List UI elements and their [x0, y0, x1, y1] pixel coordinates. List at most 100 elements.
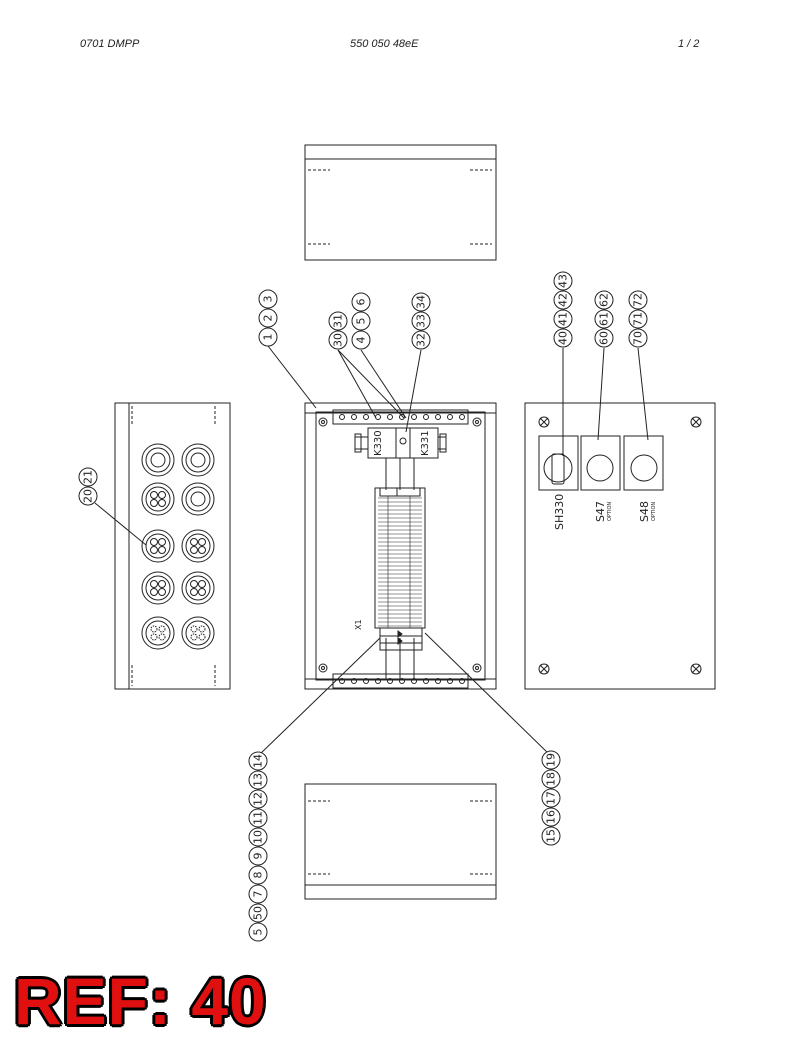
balloon-number: 11: [252, 811, 265, 825]
cable-gland-icon: [181, 443, 215, 477]
balloon-number: 70: [632, 331, 645, 345]
balloon-callout-33: 33: [411, 311, 431, 331]
header-part-number: 550 050 48eE: [350, 38, 419, 50]
balloon-callout-11: 11: [248, 808, 268, 828]
door-screw-icon: [690, 416, 702, 428]
balloon-number: 4: [355, 337, 368, 344]
cable-gland-icon: [181, 482, 215, 516]
label-x1: X1: [354, 619, 363, 630]
balloon-callout-6: 6: [351, 292, 371, 312]
header-doc-code: 0701 DMPP: [80, 38, 140, 50]
balloon-number: 50: [252, 906, 265, 920]
balloon-callout-16: 16: [541, 807, 561, 827]
balloon-callout-14: 14: [248, 751, 268, 771]
relay-k331: [409, 427, 439, 459]
balloon-callout-7: 7: [248, 884, 268, 904]
balloon-number: 43: [557, 274, 570, 288]
cable-gland-icon: [141, 571, 175, 605]
balloon-number: 10: [252, 830, 265, 844]
cable-gland-icon: [141, 616, 175, 650]
balloon-number: 71: [632, 312, 645, 326]
balloon-callout-8: 8: [248, 865, 268, 885]
header-page-number: 1 / 2: [678, 38, 700, 50]
cable-gland-icon: [181, 529, 215, 563]
left-side-view: [114, 402, 231, 690]
balloon-callout-12: 12: [248, 789, 268, 809]
leader-lines: [94, 345, 649, 757]
balloon-callout-5: 5: [351, 311, 371, 331]
balloon-number: 62: [598, 293, 611, 307]
balloon-number: 14: [252, 754, 265, 768]
balloon-number: 6: [355, 299, 368, 306]
balloon-callout-21: 21: [78, 467, 98, 487]
balloon-number: 31: [332, 314, 345, 328]
push-button-s47: [580, 435, 621, 491]
balloon-number: 5: [355, 318, 368, 325]
balloon-callout-31: 31: [328, 311, 348, 331]
balloon-callout-50: 50: [248, 903, 268, 923]
balloon-number: 21: [82, 470, 95, 484]
balloon-number: 72: [632, 293, 645, 307]
balloon-number: 3: [262, 296, 275, 303]
door-screw-icon: [690, 663, 702, 675]
balloon-number: 60: [598, 331, 611, 345]
balloon-callout-40: 40: [553, 328, 573, 348]
top-view: [304, 144, 497, 261]
selector-switch-sh330: [538, 435, 579, 491]
balloon-number: 13: [252, 773, 265, 787]
balloon-number: 61: [598, 312, 611, 326]
label-k330: K330: [373, 430, 384, 456]
balloon-callout-18: 18: [541, 769, 561, 789]
balloon-number: 9: [252, 853, 265, 860]
balloon-number: 5: [252, 929, 265, 936]
balloon-callout-13: 13: [248, 770, 268, 790]
balloon-callout-41: 41: [553, 309, 573, 329]
balloon-number: 34: [415, 295, 428, 309]
balloon-callout-20: 20: [78, 486, 98, 506]
label-k331: K331: [420, 430, 431, 456]
cable-gland-icon: [181, 571, 215, 605]
balloon-number: 41: [557, 312, 570, 326]
balloon-number: 33: [415, 314, 428, 328]
cable-gland-icon: [141, 529, 175, 563]
balloon-callout-61: 61: [594, 309, 614, 329]
balloon-number: 17: [545, 791, 558, 805]
cable-gland-icon: [181, 616, 215, 650]
balloon-callout-5: 5: [248, 922, 268, 942]
balloon-callout-3: 3: [258, 289, 278, 309]
balloon-callout-62: 62: [594, 290, 614, 310]
balloon-callout-71: 71: [628, 309, 648, 329]
door-screw-icon: [538, 663, 550, 675]
balloon-number: 7: [252, 891, 265, 898]
label-s48: S48: [638, 501, 651, 522]
balloon-number: 20: [82, 489, 95, 503]
label-sh330: SH330: [553, 494, 566, 530]
balloon-callout-15: 15: [541, 826, 561, 846]
door-front-view: [524, 402, 716, 690]
label-s47-option: OPTION: [607, 502, 613, 521]
balloon-callout-42: 42: [553, 290, 573, 310]
balloon-callout-30: 30: [328, 330, 348, 350]
main-enclosure-front: [304, 402, 497, 690]
balloon-callout-72: 72: [628, 290, 648, 310]
balloon-number: 40: [557, 331, 570, 345]
balloon-number: 8: [252, 872, 265, 879]
cable-gland-icon: [141, 482, 175, 516]
balloon-callout-34: 34: [411, 292, 431, 312]
balloon-callout-43: 43: [553, 271, 573, 291]
balloon-callout-1: 1: [258, 327, 278, 347]
balloon-callout-19: 19: [541, 750, 561, 770]
balloon-callout-17: 17: [541, 788, 561, 808]
balloon-callout-70: 70: [628, 328, 648, 348]
balloon-number: 15: [545, 829, 558, 843]
push-button-s48: [623, 435, 664, 491]
balloon-callout-10: 10: [248, 827, 268, 847]
balloon-callout-32: 32: [411, 330, 431, 350]
balloon-number: 18: [545, 772, 558, 786]
door-screw-icon: [538, 416, 550, 428]
balloon-number: 12: [252, 792, 265, 806]
label-s47: S47: [594, 501, 607, 522]
balloon-number: 32: [415, 333, 428, 347]
ref-stamp: REF: 40: [14, 964, 267, 1038]
